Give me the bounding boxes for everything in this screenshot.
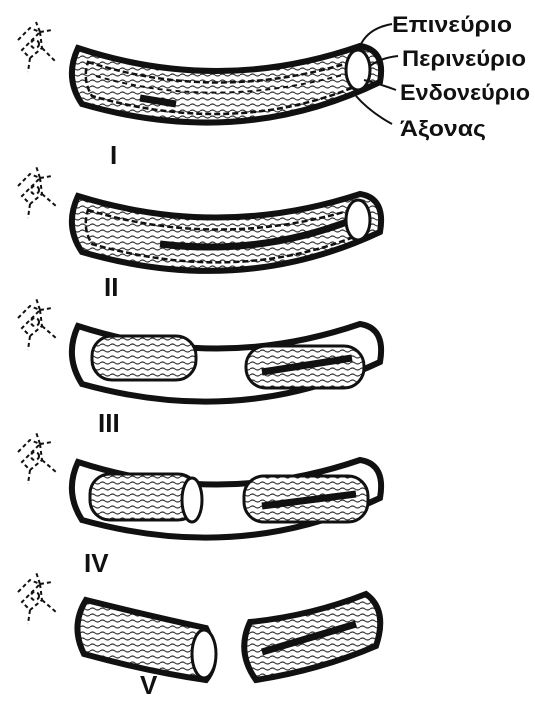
stage-5-illustration xyxy=(18,572,380,680)
stage-2-illustration xyxy=(18,166,381,271)
stage-label-4: IV xyxy=(84,548,109,578)
neuron-cell-body-1 xyxy=(18,22,56,72)
label-epineurium: Επινεύριο xyxy=(392,12,512,37)
proximal-end-4 xyxy=(182,478,202,522)
nerve-epineurium-1 xyxy=(72,46,381,123)
nerve-end-2 xyxy=(346,200,370,240)
neuron-cell-body-4 xyxy=(18,432,56,484)
stage-label-3: III xyxy=(98,408,120,438)
neuron-cell-body-5 xyxy=(18,572,56,624)
leader-axon xyxy=(356,96,392,124)
stage-4-illustration xyxy=(18,432,381,538)
neuron-cell-body-2 xyxy=(18,166,56,218)
label-perineurium: Περινεύριο xyxy=(402,46,526,71)
leader-epineurium xyxy=(360,24,392,46)
nerve-end-1 xyxy=(346,50,370,90)
label-endoneurium: Ενδονεύριο xyxy=(400,80,530,105)
label-axon: Άξονας xyxy=(400,116,486,141)
stage-label-1: I xyxy=(110,140,117,170)
neuron-cell-body-3 xyxy=(18,298,56,350)
stage-label-5: V xyxy=(140,670,158,700)
proximal-fascicle-3 xyxy=(92,336,196,380)
nerve-epineurium-2 xyxy=(72,194,381,271)
stage-3-illustration xyxy=(18,298,381,402)
proximal-end-5 xyxy=(192,630,216,678)
stage-label-2: II xyxy=(104,272,118,302)
stage-1-illustration xyxy=(18,22,398,124)
